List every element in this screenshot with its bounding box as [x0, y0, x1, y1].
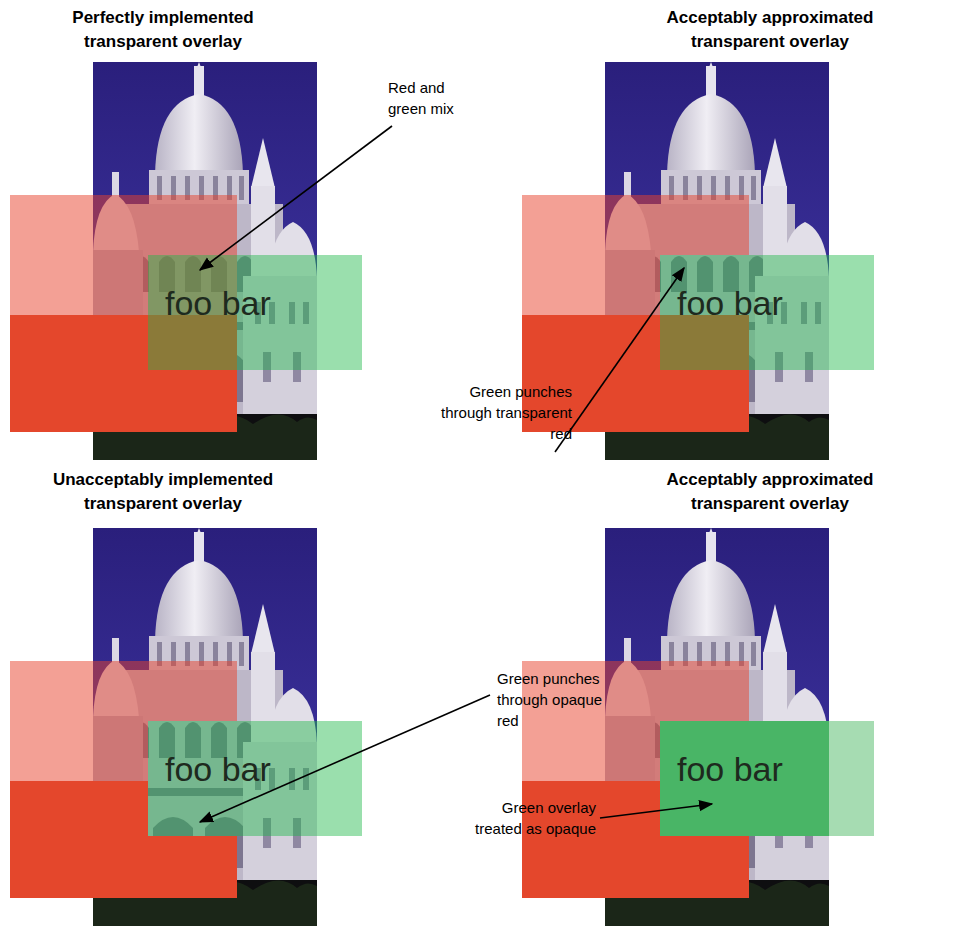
transparent-red [148, 661, 237, 721]
callout-text: Green punches through transparent red [432, 381, 572, 444]
transparent-red [660, 195, 749, 255]
opaque-red [148, 836, 237, 898]
panel-perfect [10, 62, 362, 460]
transparent-red [10, 661, 148, 781]
leader-line [555, 268, 684, 452]
sample-text: foo bar [165, 283, 295, 323]
transparent-green [148, 255, 362, 370]
panel-title: Unacceptably implemented transparent ove… [43, 468, 283, 516]
panel-title: Acceptably approximated transparent over… [650, 6, 890, 54]
transparent-green [148, 721, 362, 836]
leader-line [200, 126, 392, 270]
panel-approx-two [522, 528, 874, 926]
transparent-red [522, 195, 660, 315]
panel-approx-one [522, 62, 874, 460]
panel-unacceptable [10, 528, 362, 926]
leader-line [600, 804, 712, 818]
opaque-green [660, 721, 829, 836]
sample-text: foo bar [165, 749, 295, 789]
opaque-green [829, 721, 874, 836]
sample-text: foo bar [677, 283, 807, 323]
sample-text: foo bar [677, 749, 807, 789]
callout-text: Green overlay treated as opaque [466, 797, 596, 839]
leader-lines [200, 126, 712, 822]
panel-title: Acceptably approximated transparent over… [650, 468, 890, 516]
opaque-red [10, 781, 148, 898]
panel-title: Perfectly implemented transparent overla… [43, 6, 283, 54]
transparent-green [660, 255, 874, 370]
callout-text: Red and green mix [388, 77, 468, 119]
callout-text: Green punches through opaque red [497, 668, 617, 731]
